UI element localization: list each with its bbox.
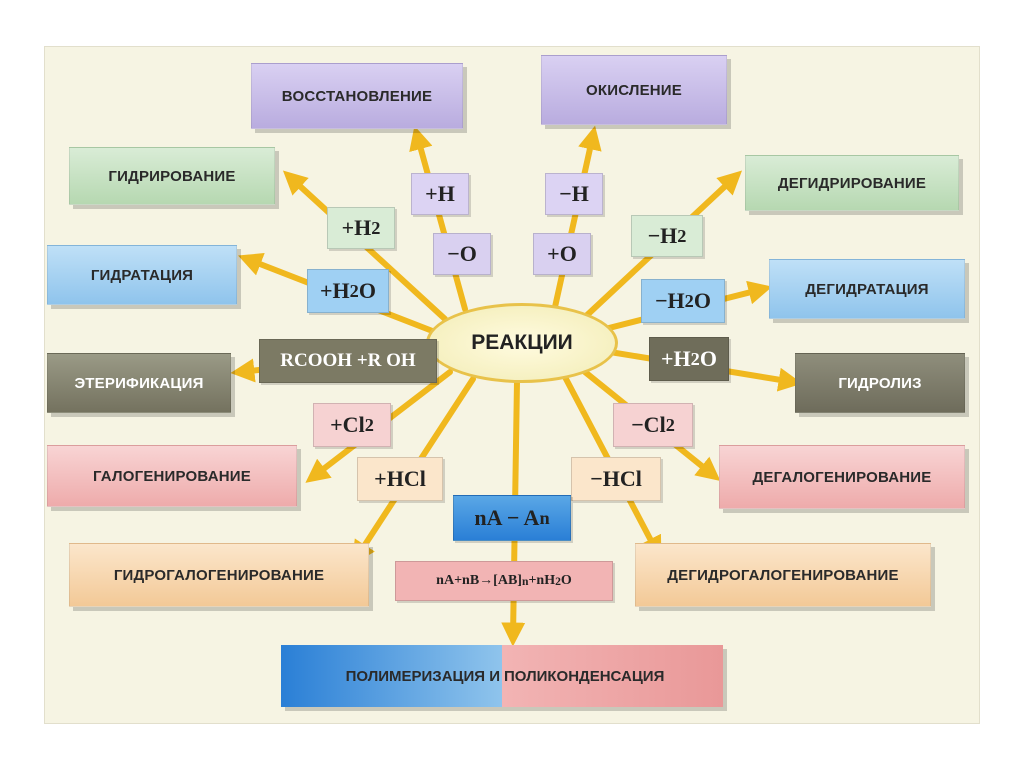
- arrow-vosstanovlenie: [409, 125, 468, 312]
- label-minus-o: −O: [433, 233, 491, 275]
- label-minus-hcl: −HCl: [571, 457, 661, 501]
- box-degidrirovanie: ДЕГИДРИРОВАНИЕ: [745, 155, 959, 211]
- center-reactions: РЕАКЦИИ: [426, 303, 618, 383]
- box-gidratatsiya: ГИДРАТАЦИЯ: [47, 245, 237, 305]
- box-okislenie: ОКИСЛЕНИЕ: [541, 55, 727, 125]
- label-plus-o: +O: [533, 233, 591, 275]
- box-gidroliz: ГИДРОЛИЗ: [795, 353, 965, 413]
- box-degidrogalogenirovanie: ДЕГИДРОГАЛОГЕНИРОВАНИЕ: [635, 543, 931, 607]
- polymerization-half: ПОЛИМЕРИЗАЦИЯ И: [281, 645, 502, 707]
- label-plus-hcl: +HCl: [357, 457, 443, 501]
- box-vosstanovlenie: ВОССТАНОВЛЕНИЕ: [251, 63, 463, 129]
- box-degalogenirovanie: ДЕГАЛОГЕНИРОВАНИЕ: [719, 445, 965, 509]
- box-galogenirovanie: ГАЛОГЕНИРОВАНИЕ: [47, 445, 297, 507]
- box-gidrirovanie: ГИДРИРОВАНИЕ: [69, 147, 275, 205]
- box-degidratatsiya: ДЕГИДРАТАЦИЯ: [769, 259, 965, 319]
- box-gidrogalogenirovanie: ГИДРОГАЛОГЕНИРОВАНИЕ: [69, 543, 369, 607]
- box-eterifikatsiya: ЭТЕРИФИКАЦИЯ: [47, 353, 231, 413]
- label-minus-h: −H: [545, 173, 603, 215]
- box-polymerization-polycondensation: ПОЛИМЕРИЗАЦИЯ И ПОЛИКОНДЕНСАЦИЯ: [281, 645, 723, 707]
- label-rcooh-roh: RCOOH +R OH: [259, 339, 437, 383]
- label-plus-h: +H: [411, 173, 469, 215]
- arrow-okislenie: [552, 125, 602, 310]
- polycondensation-half: ПОЛИКОНДЕНСАЦИЯ: [502, 645, 723, 707]
- arrow-to-icon: →: [479, 573, 494, 588]
- diagram-canvas: ВОССТАНОВЛЕНИЕ ОКИСЛЕНИЕ ГИДРИРОВАНИЕ ГИ…: [44, 46, 980, 724]
